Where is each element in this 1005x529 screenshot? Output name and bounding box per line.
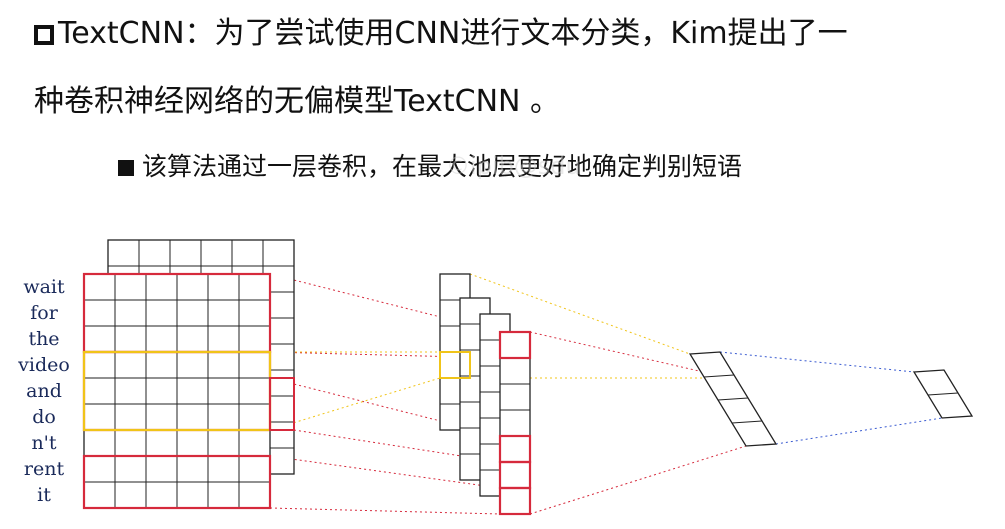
red-connection-line [269, 455, 501, 489]
pooled-cell-divider [731, 420, 763, 424]
yellow-connection-line [469, 273, 691, 355]
feature-maps [439, 273, 532, 516]
subpoint-text: 该算法通过一层卷积，在最大池层更好地确定判别短语 [142, 152, 743, 181]
title-line-2: 种卷积神经网络的无偏模型TextCNN 。 [34, 82, 560, 122]
yellow-connection-line [269, 377, 441, 431]
word-label: for [30, 302, 58, 324]
output-layer [912, 369, 974, 419]
square-bullet-icon [34, 25, 54, 45]
output-cell-divider [927, 392, 959, 396]
word-label: rent [24, 458, 65, 480]
word-label: it [37, 484, 51, 506]
title-line-1: TextCNN：为了尝试使用CNN进行文本分类，Kim提出了一 [34, 14, 848, 54]
red-feature-cell [498, 486, 532, 516]
subpoint: 该算法通过一层卷积，在最大池层更好地确定判别短语 [118, 150, 742, 184]
pooled-cell-divider [703, 374, 735, 378]
red-connection-line [529, 331, 713, 375]
textcnn-architecture-diagram: wait for the video and do n't rent it [17, 239, 974, 516]
feature-map-column [499, 331, 531, 515]
word-label: video [17, 354, 70, 376]
red-feature-cell [498, 330, 532, 360]
red-filter-window-back [269, 377, 295, 431]
blue-connection-line [775, 417, 943, 445]
yellow-feature-cell [439, 351, 471, 379]
word-label: n't [31, 432, 56, 454]
word-label: and [26, 380, 62, 402]
embedding-matrix [82, 239, 295, 510]
pooled-vector [688, 351, 778, 447]
pooled-cell-divider [717, 397, 749, 401]
blue-connection-line [719, 351, 915, 373]
red-connection-line [529, 445, 747, 515]
word-label: wait [23, 276, 65, 298]
red-connection-line [269, 507, 501, 515]
watermark: ©ipib@sdu [446, 152, 581, 180]
title-text-1: TextCNN：为了尝试使用CNN进行文本分类，Kim提出了一 [58, 16, 848, 51]
red-filter-window [82, 454, 272, 510]
word-label: do [32, 406, 56, 428]
title-text-2: 种卷积神经网络的无偏模型TextCNN 。 [34, 84, 561, 119]
word-label: the [28, 328, 59, 350]
sentence-words: wait for the video and do n't rent it [17, 276, 70, 506]
connection-lines [269, 273, 943, 515]
filled-square-bullet-icon [118, 160, 134, 176]
